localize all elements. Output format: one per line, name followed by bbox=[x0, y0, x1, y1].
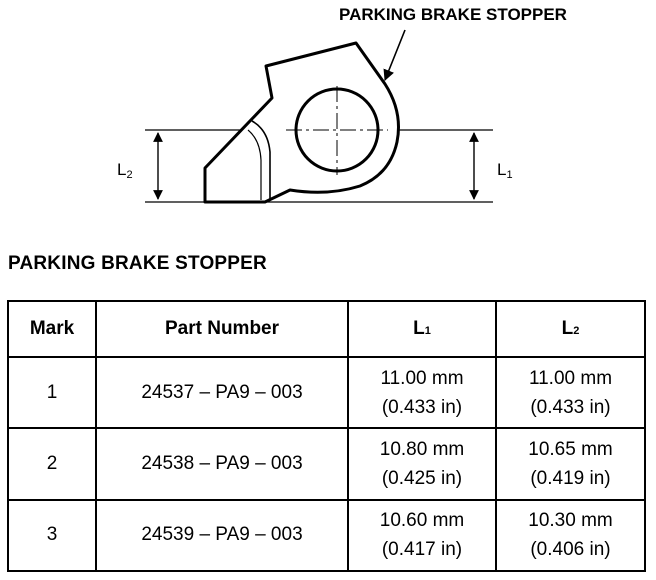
l1-in: (0.417 in) bbox=[381, 539, 463, 561]
l1-mm: 10.80 mm bbox=[379, 438, 465, 460]
l2-in: (0.419 in) bbox=[530, 467, 611, 489]
stopper-spec-table: Mark Part Number L1 L2 1 24537 – PA9 – 0… bbox=[7, 300, 646, 573]
header-part-number: Part Number bbox=[95, 300, 349, 358]
l1-in: (0.433 in) bbox=[381, 396, 463, 418]
l2-mm: 11.00 mm bbox=[528, 367, 613, 389]
part-number-cell: 24538 – PA9 – 003 bbox=[95, 427, 349, 501]
section-title: PARKING BRAKE STOPPER bbox=[8, 253, 267, 274]
l1-mm: 10.60 mm bbox=[379, 510, 465, 532]
l1-dimension-label: L1 bbox=[497, 160, 513, 181]
part-number-cell: 24539 – PA9 – 003 bbox=[95, 498, 349, 573]
mark-cell: 3 bbox=[7, 498, 97, 573]
part-number-cell: 24537 – PA9 – 003 bbox=[95, 355, 349, 430]
stopper-inner-bend bbox=[251, 120, 271, 200]
header-l2: L2 bbox=[495, 300, 646, 358]
l2-in: (0.433 in) bbox=[530, 396, 611, 418]
callout-label: PARKING BRAKE STOPPER bbox=[339, 5, 567, 24]
table-header-row: Mark Part Number L1 L2 bbox=[7, 300, 646, 358]
l1-mm: 11.00 mm bbox=[380, 367, 464, 389]
l2-cell: 10.30 mm (0.406 in) bbox=[495, 498, 646, 573]
l2-dimension-label: L2 bbox=[117, 160, 133, 181]
callout-arrow bbox=[383, 29, 406, 82]
mark-cell: 2 bbox=[7, 427, 97, 501]
header-l1: L1 bbox=[347, 300, 497, 358]
mark-cell: 1 bbox=[7, 355, 97, 430]
l2-mm: 10.30 mm bbox=[528, 510, 613, 532]
l1-cell: 10.60 mm (0.417 in) bbox=[347, 498, 497, 573]
table-row: 3 24539 – PA9 – 003 10.60 mm (0.417 in) … bbox=[7, 498, 646, 573]
l1-cell: 10.80 mm (0.425 in) bbox=[347, 427, 497, 501]
l2-mm: 10.65 mm bbox=[528, 438, 613, 460]
stopper-diagram: PARKING BRAKE STOPPER L2 L1 bbox=[117, 5, 567, 204]
table-row: 1 24537 – PA9 – 003 11.00 mm (0.433 in) … bbox=[7, 355, 646, 430]
l2-cell: 11.00 mm (0.433 in) bbox=[495, 355, 646, 430]
l1-in: (0.425 in) bbox=[381, 467, 463, 489]
table-row: 2 24538 – PA9 – 003 10.80 mm (0.425 in) … bbox=[7, 427, 646, 501]
l2-cell: 10.65 mm (0.419 in) bbox=[495, 427, 646, 501]
stopper-inner-bend-2 bbox=[247, 129, 262, 200]
l1-cell: 11.00 mm (0.433 in) bbox=[347, 355, 497, 430]
l2-in: (0.406 in) bbox=[530, 539, 611, 561]
header-mark: Mark bbox=[7, 300, 97, 358]
